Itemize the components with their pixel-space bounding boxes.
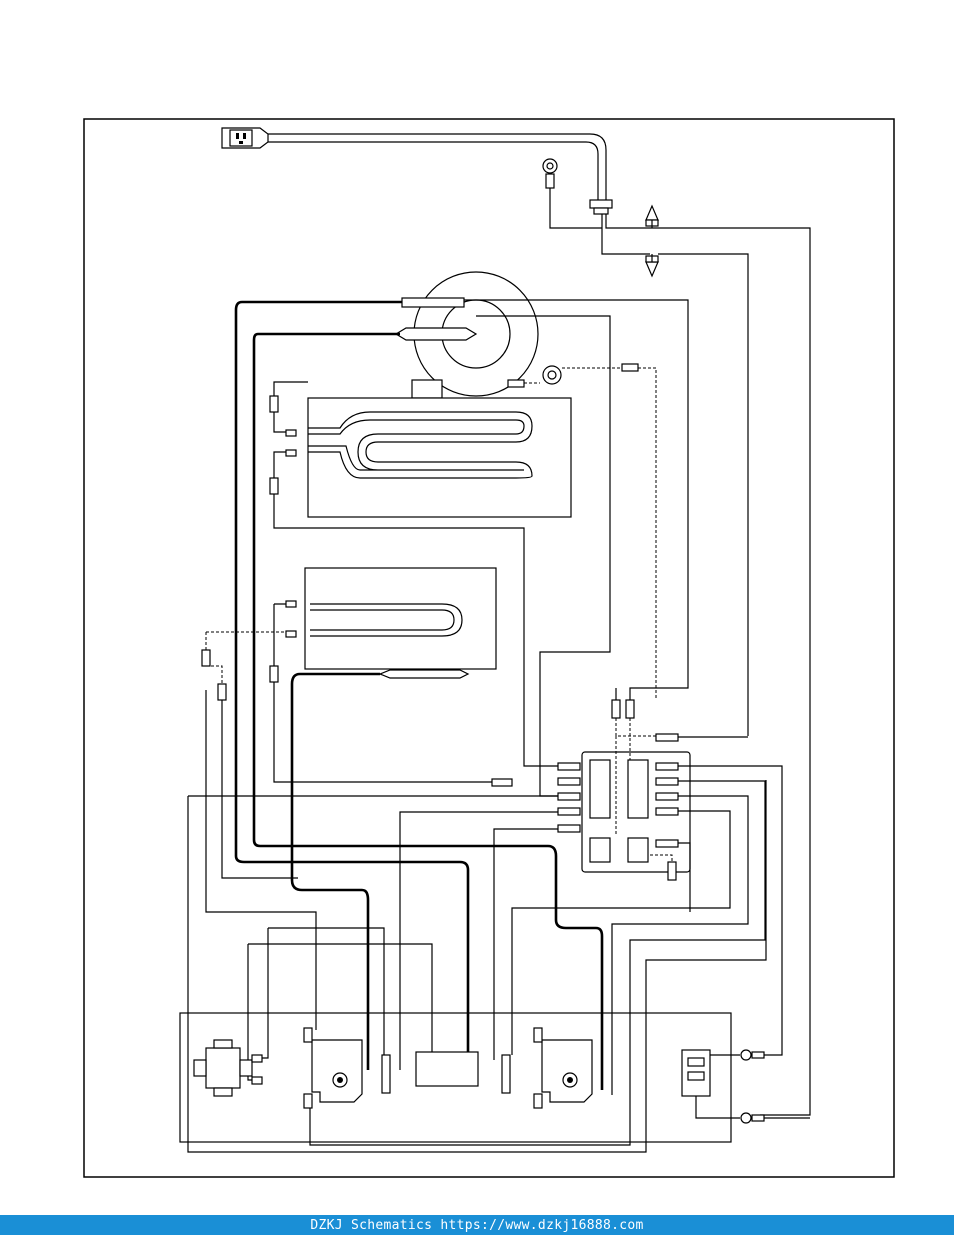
drain-pan xyxy=(304,567,497,670)
fan-motor-icon xyxy=(394,271,539,399)
evaporator xyxy=(307,397,572,518)
power-plug-icon xyxy=(221,127,269,149)
defrost-heater-icon xyxy=(308,411,533,479)
sensor-icon xyxy=(542,365,562,385)
fuse xyxy=(501,1054,511,1094)
timer-motor xyxy=(415,1051,479,1087)
switch-icon xyxy=(681,1049,711,1097)
footer-bar: DZKJ Schematics https://www.dzkj16888.co… xyxy=(0,1215,954,1235)
timer-icon xyxy=(303,1027,363,1109)
defrost-termination xyxy=(381,1054,391,1094)
diagram-frame xyxy=(83,118,895,1178)
connector-row-left xyxy=(557,762,581,833)
grommet-icon xyxy=(589,199,613,215)
drain-heater-icon xyxy=(310,603,463,637)
control-panel xyxy=(179,1012,732,1143)
footer-watermark-text[interactable]: DZKJ Schematics https://www.dzkj16888.co… xyxy=(310,1217,644,1233)
ground-terminal-icon xyxy=(542,158,558,189)
power-cord xyxy=(268,133,607,200)
timer-icon xyxy=(533,1027,593,1109)
relay-icon xyxy=(193,1039,263,1097)
